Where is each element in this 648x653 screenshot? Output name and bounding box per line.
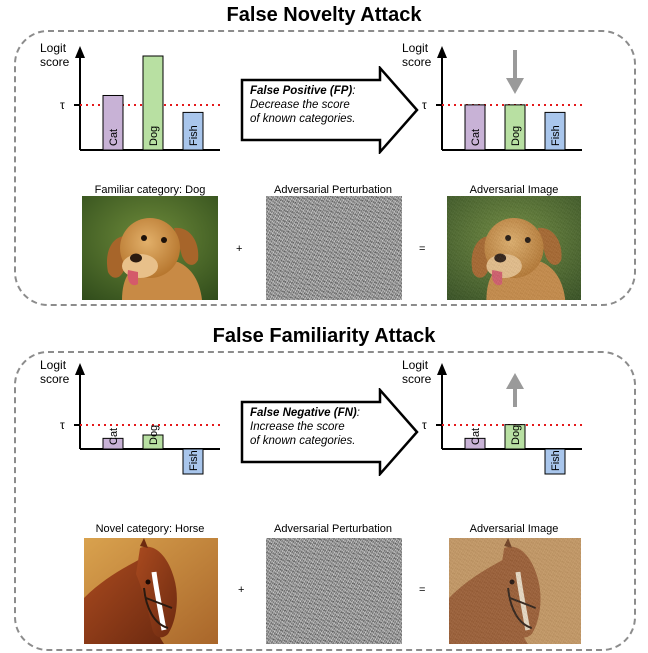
bar-rect-fish: [182, 448, 204, 475]
bar-dog: Dog: [142, 55, 164, 151]
perturbation-noise-top: [266, 196, 402, 300]
caption-adversarial-perturbation-bottom: Adversarial Perturbation: [273, 523, 392, 535]
bar-rect-dog: [504, 104, 526, 151]
bar-rect-cat: [102, 94, 124, 151]
bar-cat: Cat: [464, 428, 486, 450]
bar-rect-dog: [142, 55, 164, 151]
axis-label-score: score: [40, 55, 70, 69]
y-axis-arrowhead: [75, 363, 85, 375]
bar-cat: Cat: [102, 94, 124, 151]
adversarial-horse-photo: [449, 538, 581, 644]
callout-line-3-fp: of known categories.: [250, 113, 356, 125]
bar-label-fish: Fish: [550, 450, 562, 471]
bar-rect-cat: [464, 104, 486, 151]
bar-fish: Fish: [182, 111, 204, 151]
plus-sign-bottom: +: [238, 584, 245, 596]
caption-adversarial-image-top: Adversarial Image: [469, 184, 559, 196]
bar-cat: Cat: [464, 104, 486, 151]
callout-colon-fp: :: [352, 85, 356, 97]
bar-dog: Dog: [142, 425, 164, 450]
threshold-label: τ: [422, 418, 427, 432]
bar-rect-fish: [544, 448, 566, 475]
callout-title-fp: False Positive (FP): [250, 85, 353, 97]
perturbation-noise-bottom: [266, 538, 402, 644]
callout-arrow-fn: [240, 388, 419, 476]
y-axis-arrowhead: [75, 46, 85, 58]
bar-rect-dog: [142, 434, 164, 450]
bar-label-dog: Dog: [148, 126, 160, 146]
axis-label-logit: Logit: [402, 358, 429, 372]
bar-label-cat: Cat: [108, 428, 120, 445]
caption-novel-category: Novel category: Horse: [95, 523, 205, 535]
bar-rect-cat: [464, 437, 486, 450]
caption-familiar-category: Familiar category: Dog: [94, 184, 206, 196]
callout-arrow-fp: [240, 66, 419, 154]
threshold-label: τ: [60, 418, 65, 432]
bar-label-dog: Dog: [510, 425, 522, 445]
threshold-label: τ: [422, 98, 427, 112]
equals-sign-bottom: =: [419, 584, 426, 596]
axis-label-score: score: [402, 55, 432, 69]
callout-title-fn: False Negative (FN): [250, 407, 357, 419]
axis-label-logit: Logit: [40, 41, 67, 55]
bar-label-dog: Dog: [510, 126, 522, 146]
horse-photo: [84, 538, 218, 644]
bar-label-cat: Cat: [470, 129, 482, 146]
caption-adversarial-perturbation-top: Adversarial Perturbation: [273, 184, 392, 196]
bar-fish: Fish: [544, 111, 566, 151]
bar-label-fish: Fish: [188, 450, 200, 471]
caption-adversarial-image-bottom: Adversarial Image: [469, 523, 559, 535]
adversarial-dog-photo: [447, 196, 581, 300]
section-title-false-novelty: False Novelty Attack: [226, 4, 422, 26]
false-novelty-panel: [14, 30, 636, 306]
bar-dog: Dog: [504, 104, 526, 151]
dog-photo: [82, 196, 218, 300]
callout-line-2-fn: Increase the score: [250, 421, 345, 433]
equals-sign-top: =: [419, 243, 426, 255]
bar-label-cat: Cat: [470, 428, 482, 445]
bar-dog: Dog: [504, 424, 526, 450]
plus-sign-top: +: [236, 243, 243, 255]
bar-label-fish: Fish: [550, 125, 562, 146]
y-axis-arrowhead: [437, 46, 447, 58]
decrease-arrow-head: [506, 78, 524, 94]
axis-label-logit: Logit: [40, 358, 67, 372]
bar-fish: Fish: [544, 448, 566, 475]
bar-label-fish: Fish: [188, 125, 200, 146]
increase-arrow-head: [506, 373, 524, 389]
section-title-false-familiarity: False Familiarity Attack: [212, 325, 436, 347]
false-familiarity-panel: [14, 351, 636, 651]
callout-line-3-fn: of known categories.: [250, 435, 356, 447]
axis-label-score: score: [40, 372, 70, 386]
bar-label-dog: Dog: [148, 425, 160, 445]
threshold-label: τ: [60, 98, 65, 112]
bar-rect-dog: [504, 424, 526, 450]
y-axis-arrowhead: [437, 363, 447, 375]
axis-label-score: score: [402, 372, 432, 386]
axis-label-logit: Logit: [402, 41, 429, 55]
bar-fish: Fish: [182, 448, 204, 475]
bar-label-cat: Cat: [108, 129, 120, 146]
callout-colon-fn: :: [356, 407, 360, 419]
bar-rect-cat: [102, 437, 124, 450]
bar-rect-fish: [182, 111, 204, 151]
bar-cat: Cat: [102, 428, 124, 450]
bar-rect-fish: [544, 111, 566, 151]
callout-line-2-fp: Decrease the score: [250, 99, 350, 111]
